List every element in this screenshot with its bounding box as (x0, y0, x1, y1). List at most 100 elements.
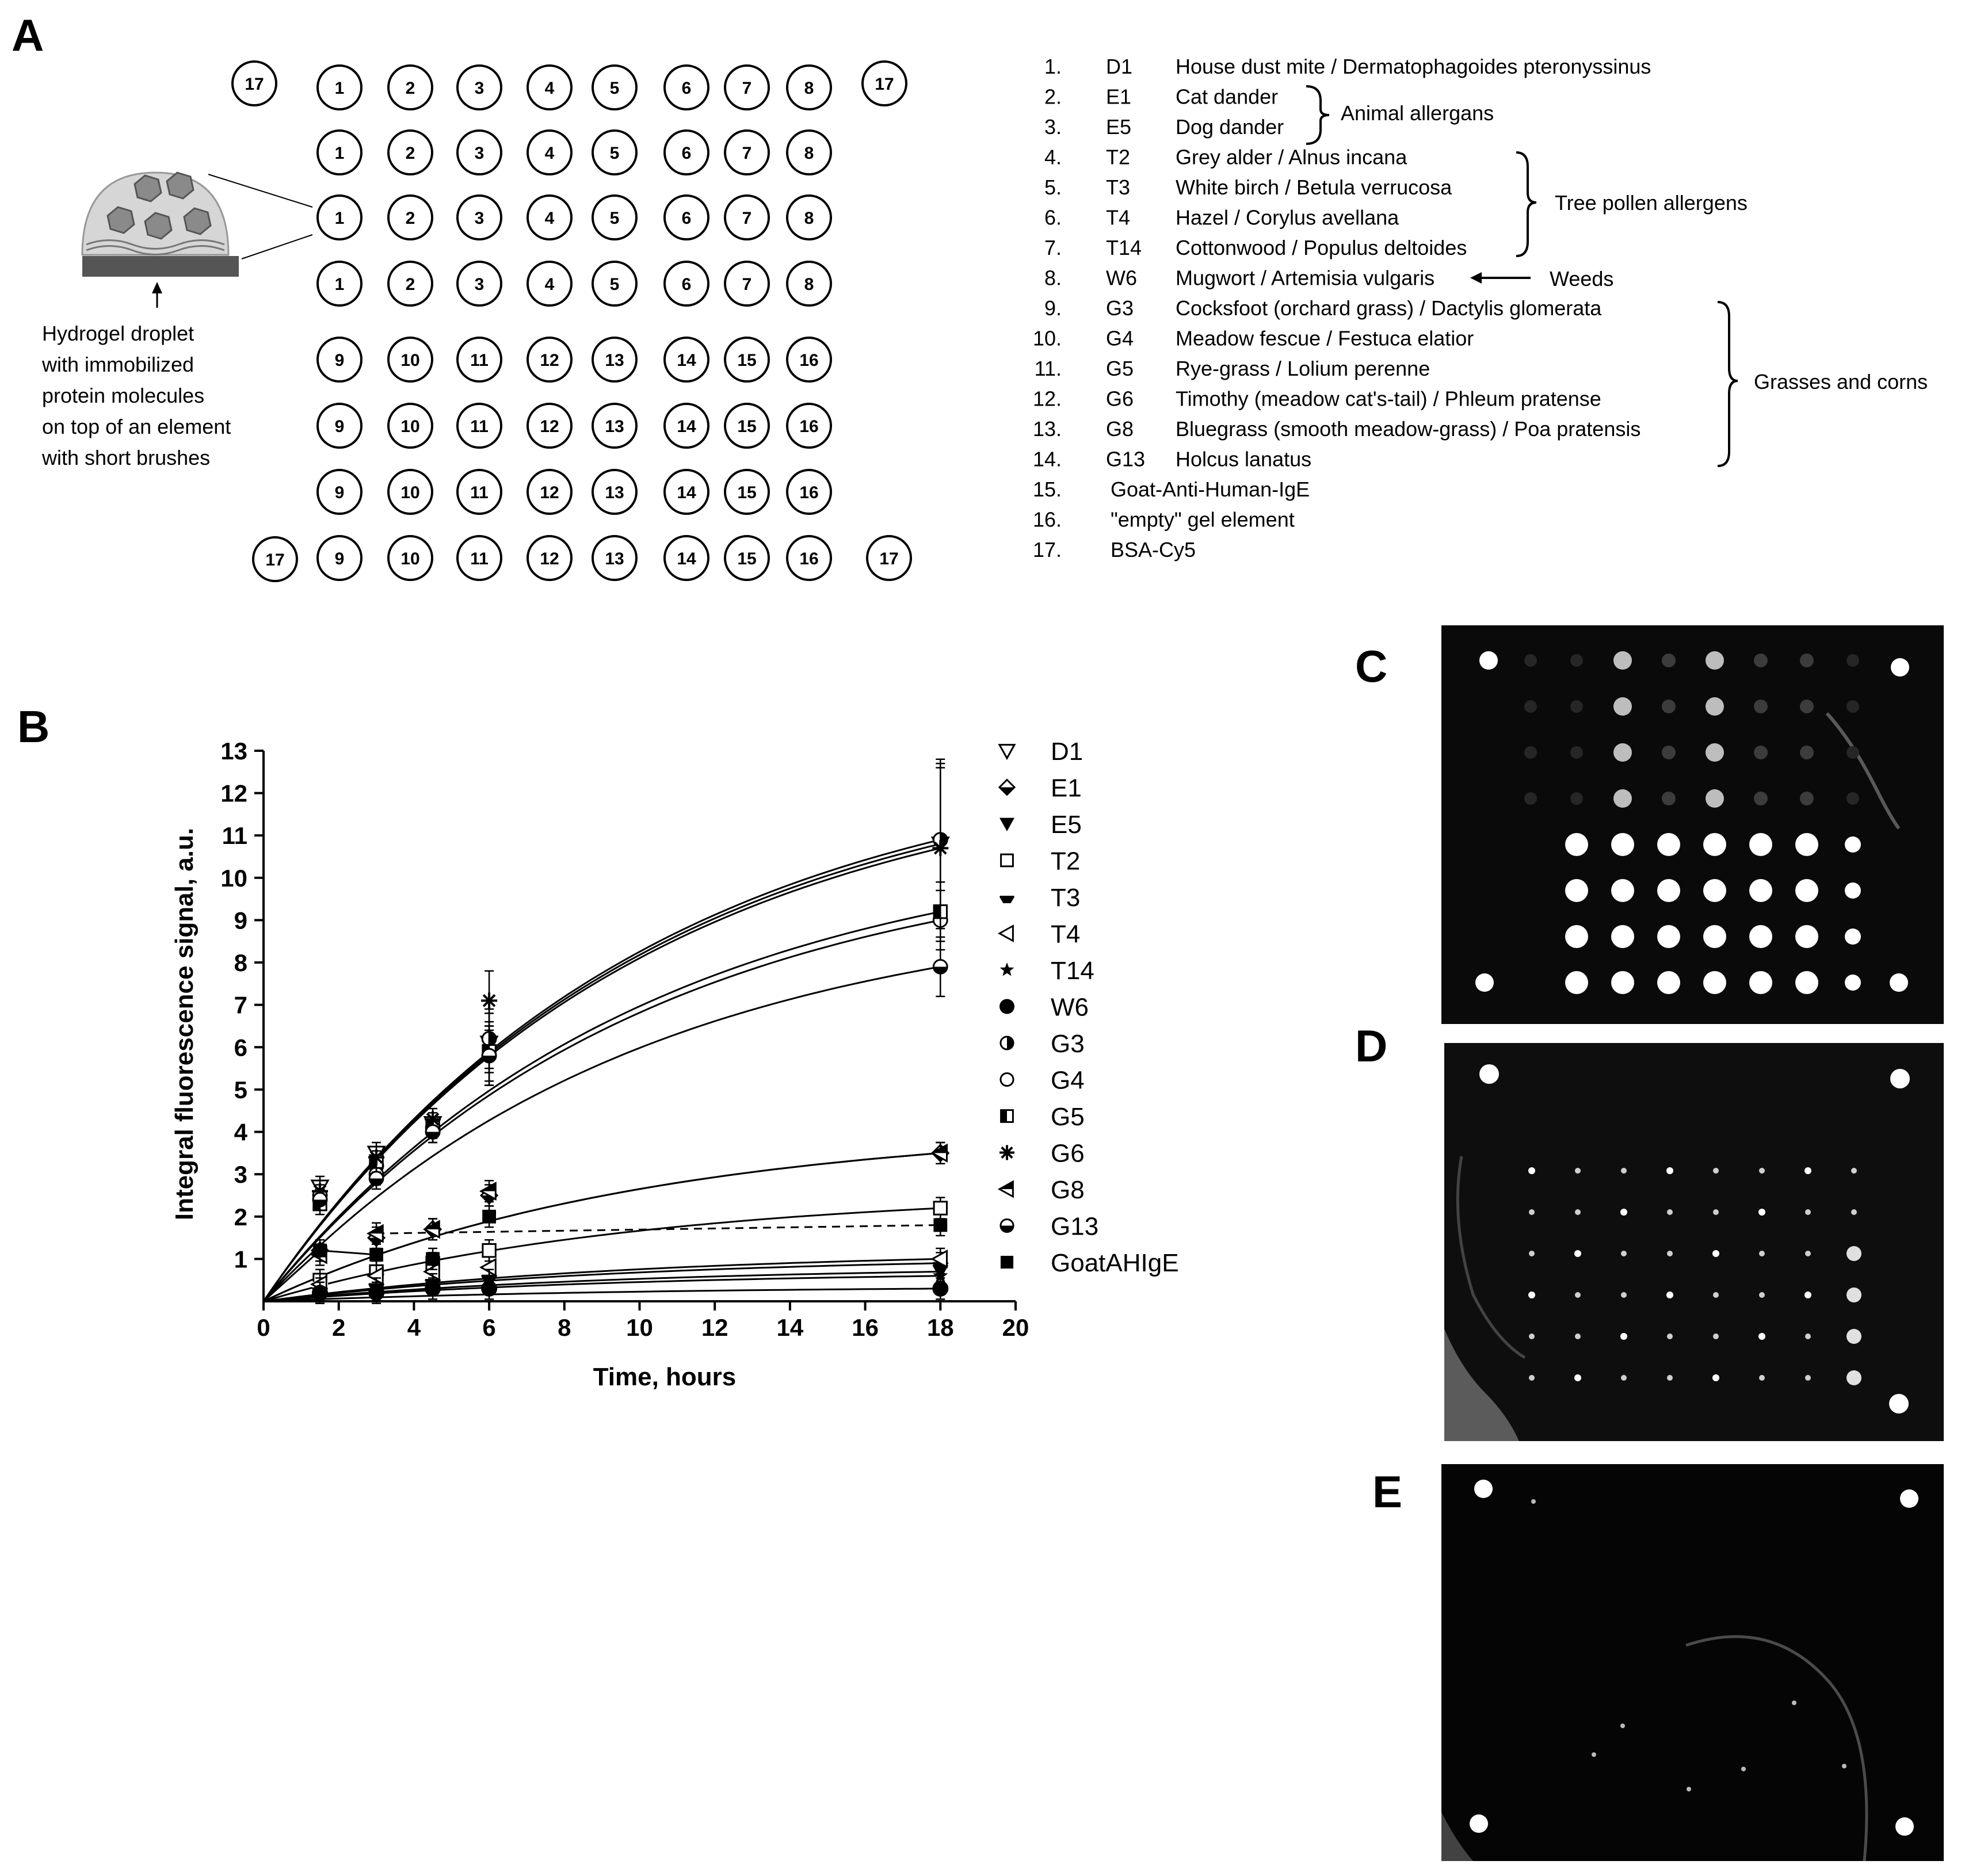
fluorescent-spot (1846, 746, 1859, 759)
spot-label: 10 (400, 483, 419, 502)
fluorescence-image-d (1444, 1043, 1944, 1441)
x-tick-label: 4 (407, 1314, 421, 1341)
spot-label: 8 (804, 275, 814, 294)
spot-label: 1 (335, 144, 345, 163)
fluorescent-spot (1575, 1168, 1581, 1174)
array-spot: 11 (456, 337, 502, 383)
data-point (366, 1266, 384, 1286)
fluorescent-spot (1611, 971, 1634, 994)
array-spot: 13 (592, 403, 638, 449)
fluorescent-spot (1565, 971, 1588, 994)
array-spot: 16 (786, 403, 832, 449)
array-spot: 4 (527, 129, 573, 175)
array-spot: 10 (387, 535, 433, 581)
fluorescent-spot (1712, 1374, 1719, 1381)
y-axis-label: Integral fluorescence signal, a.u. (170, 828, 199, 1220)
array-spot: 13 (592, 535, 638, 581)
panel-label-e: E (1372, 1466, 1402, 1517)
spot-label: 17 (875, 75, 894, 94)
spot-label: 14 (677, 483, 696, 502)
spot-label: 11 (470, 351, 489, 370)
fluorescent-spot (1620, 1333, 1627, 1340)
y-tick-label: 4 (234, 1119, 248, 1146)
series-legend-label: G6 (1051, 1140, 1085, 1168)
spot-label: 14 (677, 549, 696, 568)
series-legend-item: G5 (1000, 1103, 1085, 1131)
data-point (313, 1243, 327, 1258)
data-point (366, 1224, 384, 1243)
array-spot: 8 (786, 64, 832, 110)
fluorescent-spot (1524, 654, 1537, 667)
fluorescent-spot (1800, 700, 1814, 713)
array-spot: 2 (387, 261, 433, 307)
fluorescent-spot (1613, 697, 1632, 716)
spot-label: 8 (804, 79, 814, 98)
legend-name: Bluegrass (smooth meadow-grass) / Poa pr… (1176, 417, 1640, 441)
marker-spot (1479, 651, 1498, 670)
array-spot: 8 (786, 194, 832, 240)
data-point (482, 1243, 497, 1258)
spot-label: 9 (335, 417, 345, 436)
array-spot: 1 (316, 194, 363, 240)
fluorescent-spot (1713, 1334, 1719, 1339)
series-legend-item: G6 (999, 1140, 1085, 1168)
array-spot: 6 (663, 129, 709, 175)
caption-line: Hydrogel droplet (42, 322, 194, 345)
fluorescent-spot (1795, 925, 1818, 948)
fluorescent-spot (1667, 1375, 1673, 1381)
fluorescent-spot (1529, 1251, 1535, 1256)
x-tick-label: 2 (332, 1314, 345, 1341)
array-spot: 3 (456, 261, 502, 307)
legend-name: Goat-Anti-Human-IgE (1111, 477, 1310, 501)
series-legend-label: G8 (1051, 1176, 1085, 1204)
series-legend-item: E1 (998, 774, 1082, 803)
array-spot: 5 (592, 261, 638, 307)
series-legend-label: G13 (1051, 1213, 1098, 1241)
series-legend-item: E5 (999, 811, 1082, 839)
caption-line: protein molecules (42, 384, 204, 407)
spot-label: 1 (335, 79, 345, 98)
legend-name: House dust mite / Dermatophagoides ptero… (1176, 55, 1651, 78)
array-spot: 12 (527, 535, 573, 581)
fluorescent-spot (1846, 792, 1859, 805)
array-spot: 14 (663, 469, 709, 515)
fluorescent-spot (1529, 1375, 1535, 1381)
spot-label: 5 (610, 79, 620, 98)
array-spot-marker: 17 (231, 60, 277, 106)
spot-label: 15 (737, 483, 756, 502)
legend-code: G13 (1106, 448, 1145, 471)
spot-label: 6 (682, 79, 692, 98)
spot-label: 4 (545, 79, 555, 98)
legend-name: Mugwort / Artemisia vulgaris (1176, 266, 1434, 290)
y-tick-label: 8 (234, 949, 247, 976)
fluorescent-spot (1528, 1292, 1535, 1298)
array-spot: 4 (527, 194, 573, 240)
group-grasses: Grasses and corns (1754, 370, 1928, 393)
fluorescent-spot (1524, 700, 1537, 713)
data-point (933, 1218, 948, 1232)
fluorescent-spot (1845, 929, 1861, 945)
x-tick-label: 20 (1002, 1314, 1029, 1341)
spot-label: 13 (605, 351, 624, 370)
spot-label: 13 (605, 549, 624, 568)
spot-label: 13 (605, 417, 624, 436)
array-spot: 9 (316, 337, 363, 383)
data-point (369, 1248, 383, 1262)
spot-label: 17 (879, 549, 898, 568)
marker-diamond-half (998, 778, 1016, 796)
fluorescent-spot (1795, 879, 1818, 902)
fluorescent-spot (1706, 743, 1724, 762)
caption-line: with short brushes (41, 446, 210, 469)
chart-axes (254, 750, 1017, 1310)
array-spot: 3 (456, 64, 502, 110)
schematic-caption: Hydrogel droplet with immobilized protei… (41, 322, 231, 469)
array-spot: 1 (316, 129, 363, 175)
fluorescent-spot (1846, 1246, 1861, 1261)
spot-label: 9 (335, 483, 345, 502)
spot-label: 17 (245, 75, 264, 94)
array-spot: 4 (527, 64, 573, 110)
legend-number: 8. (1044, 266, 1062, 290)
